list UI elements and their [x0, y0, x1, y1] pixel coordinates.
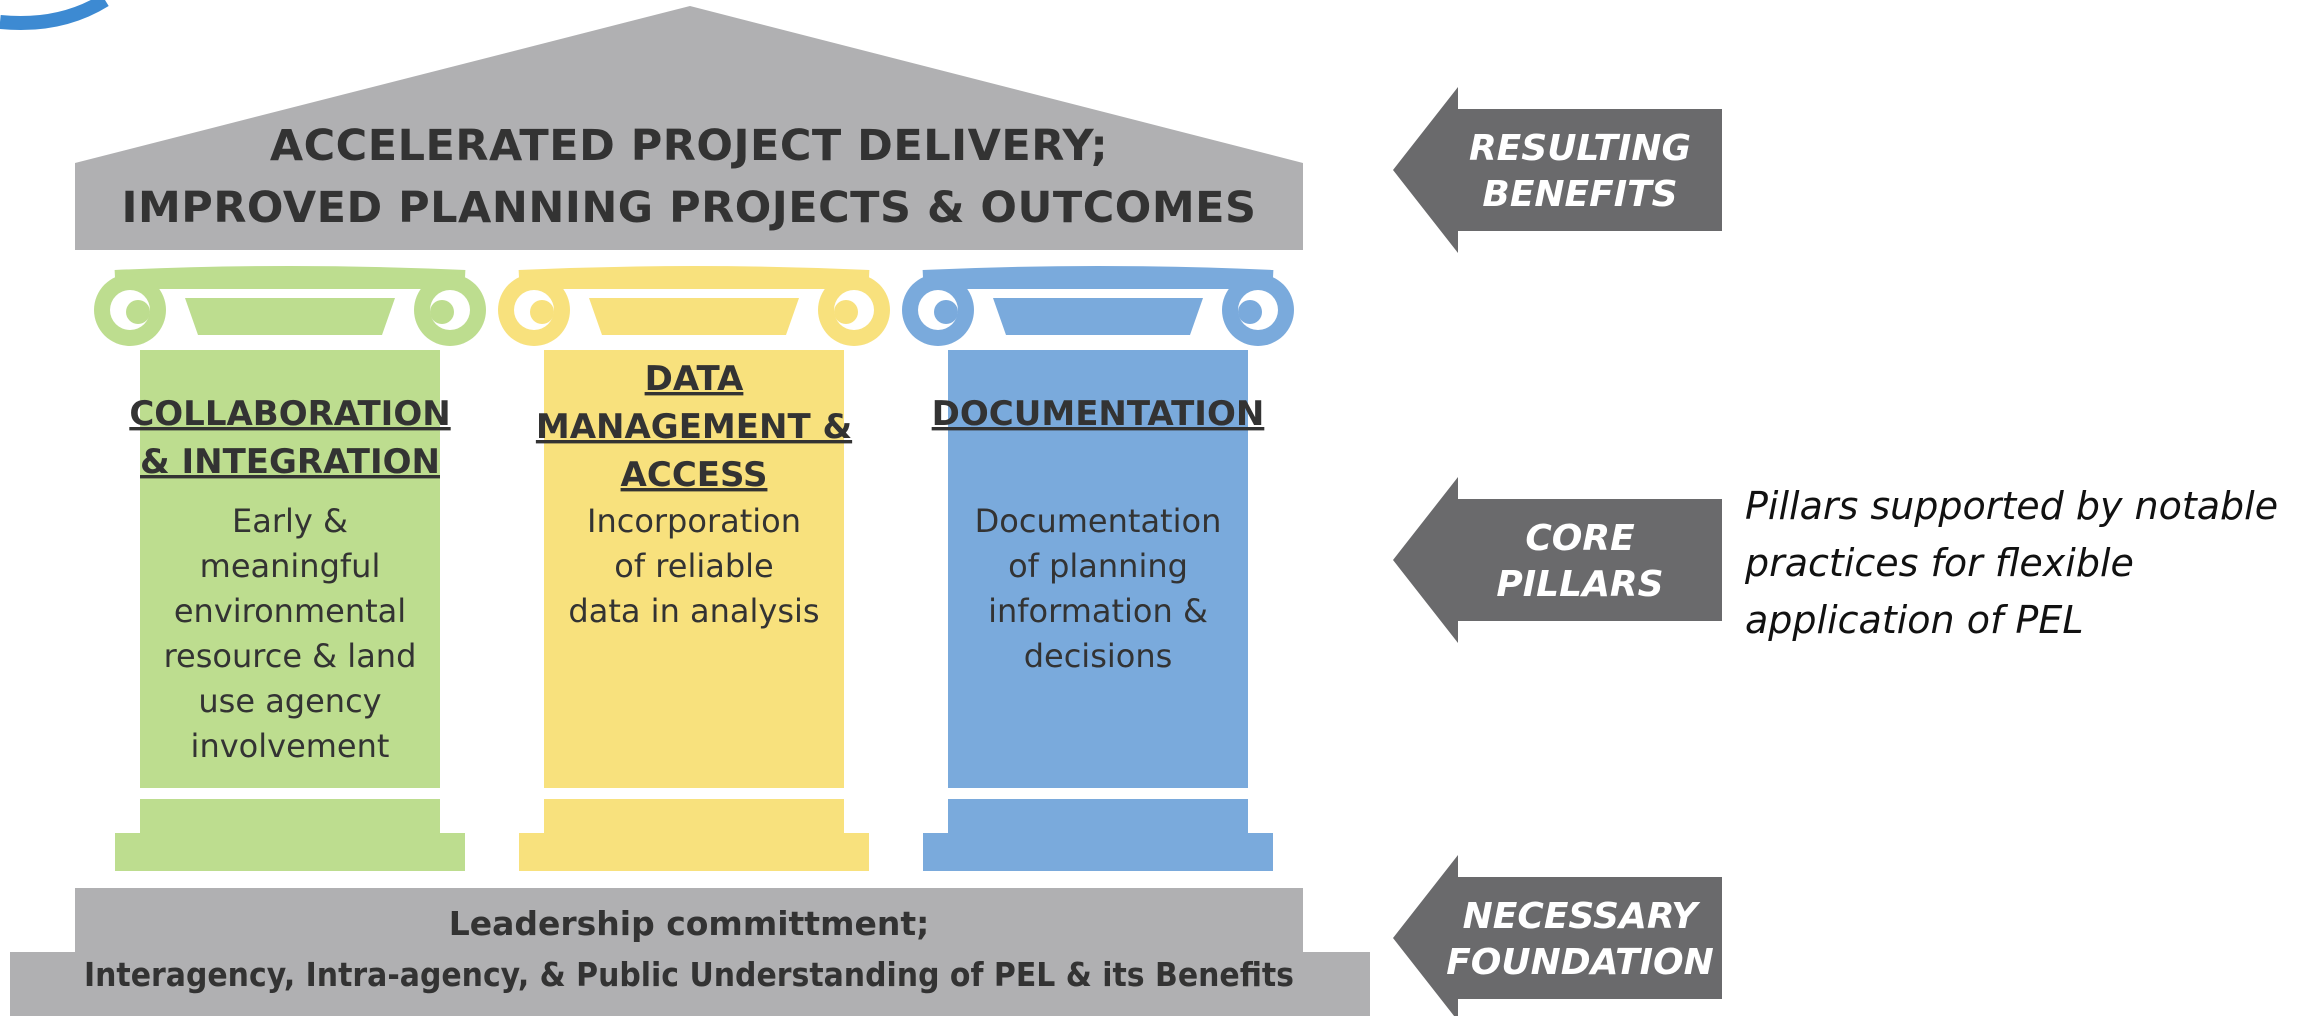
arrow-label-2: CORE PILLARS — [1393, 477, 1722, 643]
arrow-text-line: RESULTING — [1469, 128, 1691, 169]
pillar-base-top — [544, 799, 844, 833]
pillar-capital — [498, 266, 890, 346]
pillar-body-line: Incorporation — [587, 502, 801, 540]
foundation-line-2: Interagency, Intra-agency, & Public Unde… — [84, 955, 1294, 994]
pillars-note: Pillars supported by notable practices f… — [1745, 484, 2279, 642]
left-arrow-icon — [1393, 855, 1722, 1016]
pillar-title-line: COLLABORATION — [129, 394, 450, 434]
pillars: COLLABORATION & INTEGRATION Early & meaning… — [94, 266, 1294, 871]
pillar-body-line: data in analysis — [568, 592, 819, 630]
pillar-title-line: & INTEGRATION — [140, 442, 440, 482]
pillar-body-line: meaningful — [200, 547, 381, 585]
arrow-text-line: BENEFITS — [1482, 174, 1677, 215]
arrow-label-3: NECESSARY FOUNDATION — [1393, 855, 1722, 1016]
pillar-3: DOCUMENTATION Documentation of planning inf… — [902, 266, 1294, 871]
arrow-text-line: NECESSARY — [1463, 896, 1702, 937]
pillar-base-top — [948, 799, 1248, 833]
pillar-base-bottom — [115, 833, 465, 871]
arrow-text-line: PILLARS — [1496, 564, 1663, 605]
pillar-base-bottom — [923, 833, 1273, 871]
logo-arc-icon — [0, 0, 109, 31]
pillar-body-line: resource & land — [164, 637, 417, 675]
pillar-title-line: DOCUMENTATION — [932, 394, 1265, 434]
arrow-label-1: RESULTING BENEFITS — [1393, 87, 1722, 253]
pillar-body-line: use agency — [198, 682, 381, 720]
pillar-body-line: Early & — [232, 502, 348, 540]
left-arrow-icon — [1393, 87, 1722, 253]
arrows: RESULTING BENEFITS CORE PILLARS NECESSARY FOU… — [1393, 87, 1722, 1016]
arrow-text-line: CORE — [1525, 518, 1635, 559]
roof-line-2: IMPROVED PLANNING PROJECTS & OUTCOMES — [122, 183, 1257, 233]
pillar-title-line: DATA — [645, 359, 744, 399]
foundation-lower-step — [10, 952, 1370, 1016]
left-arrow-icon — [1393, 477, 1722, 643]
pillar-shaft — [544, 350, 844, 788]
pillar-body-line: involvement — [191, 727, 390, 765]
pillar-shaft — [140, 350, 440, 788]
roof-shape — [75, 6, 1303, 250]
arrow-text-line: FOUNDATION — [1446, 942, 1714, 983]
pillar-body-line: of reliable — [614, 547, 773, 585]
pillar-base-bottom — [519, 833, 869, 871]
pillar-body-line: information & — [988, 592, 1208, 630]
pillar-body-line: environmental — [174, 592, 406, 630]
foundation: Leadership committment; Interagency, Int… — [10, 888, 1370, 1016]
pillar-1: COLLABORATION & INTEGRATION Early & meaning… — [94, 266, 486, 871]
pillar-body-line: Documentation — [975, 502, 1222, 540]
pillar-title-line: MANAGEMENT & — [536, 407, 852, 447]
pillar-shaft — [948, 350, 1248, 788]
pillar-base-top — [140, 799, 440, 833]
pillar-capital — [902, 266, 1294, 346]
foundation-upper-step — [75, 888, 1303, 958]
pillar-body-line: decisions — [1024, 637, 1173, 675]
pillar-2: DATA MANAGEMENT & ACCESS Incorporation of re… — [498, 266, 890, 871]
foundation-line-1: Leadership committment; — [449, 904, 930, 943]
pillar-capital — [94, 266, 486, 346]
pillar-title-line: ACCESS — [621, 455, 768, 495]
roof: ACCELERATED PROJECT DELIVERY; IMPROVED P… — [75, 6, 1303, 250]
pillar-body-line: of planning — [1008, 547, 1188, 585]
roof-line-1: ACCELERATED PROJECT DELIVERY; — [270, 121, 1108, 171]
